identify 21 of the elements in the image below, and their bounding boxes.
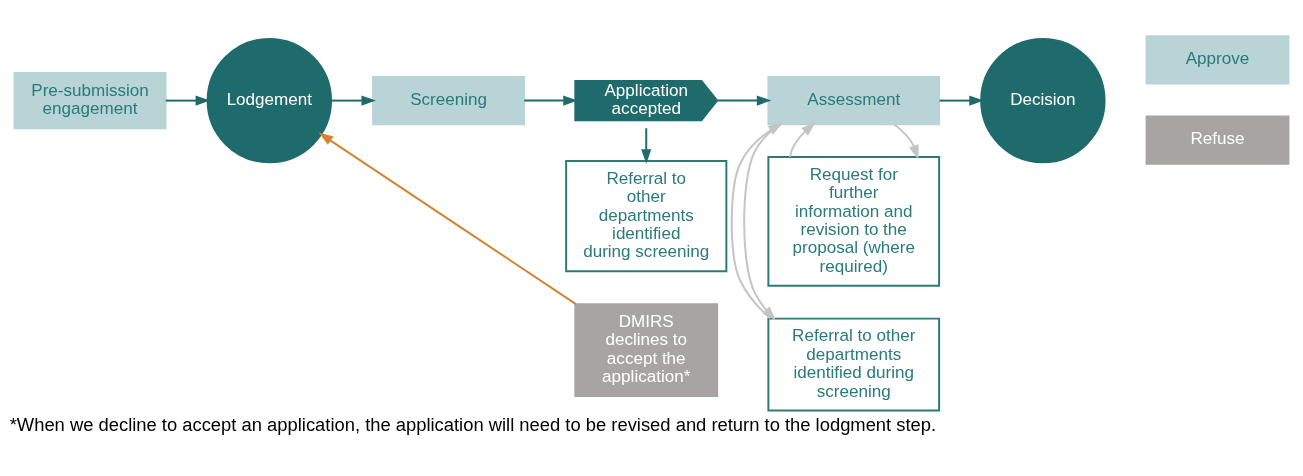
node-box: DMIRS declines to accept the application* — [574, 302, 719, 397]
caption: *When we decline to accept an application, the application will need to be revised and return to the lodgment step. — [9, 413, 937, 434]
node-box: Request for further information and revision to the proposal (where required) — [767, 155, 941, 287]
node-circle: Decision — [980, 37, 1106, 163]
arrow — [730, 122, 783, 319]
node-box: Referral to other departments identified during screening — [767, 317, 941, 412]
node-box: Referral to other departments identified during screening — [565, 159, 728, 272]
arrow — [523, 95, 578, 106]
arrow — [743, 122, 782, 320]
arrow — [318, 132, 577, 305]
arrow — [893, 122, 919, 160]
arrow — [716, 95, 772, 106]
arrow — [789, 121, 816, 158]
arrow — [330, 95, 376, 106]
node-box: Pre-submission engagement — [13, 71, 167, 129]
arrow — [938, 95, 984, 106]
arrow — [641, 126, 652, 164]
node-box: Approve — [1145, 34, 1290, 84]
node-box: Screening — [372, 75, 526, 125]
node-box: Assessment — [767, 75, 941, 125]
node-box: Refuse — [1145, 114, 1290, 165]
